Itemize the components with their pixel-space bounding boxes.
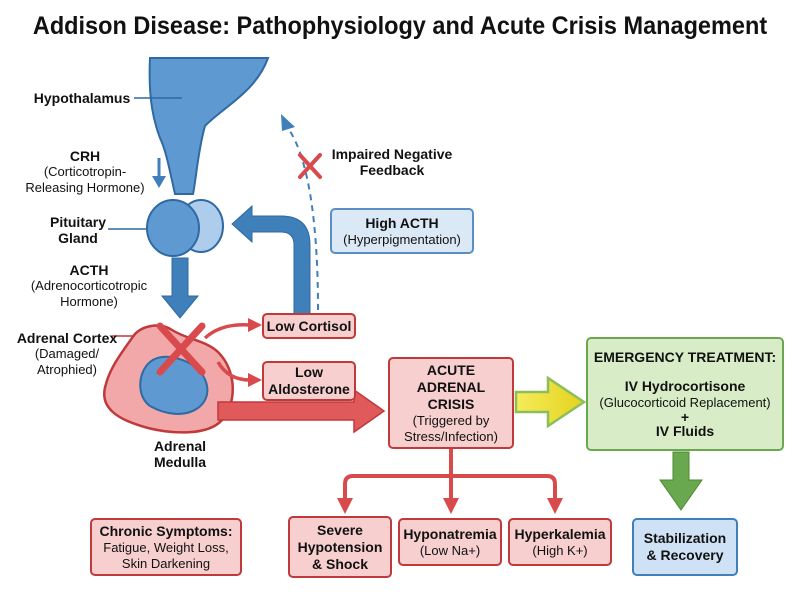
- cortisol-arrow: [203, 318, 262, 340]
- emergency-treatment-box: EMERGENCY TREATMENT: IV Hydrocortisone (…: [586, 337, 784, 451]
- hypothalamus-label: Hypothalamus: [33, 90, 131, 106]
- hyponatremia-box: Hyponatremia (Low Na+): [398, 518, 502, 566]
- hyperkalemia-box: Hyperkalemia (High K+): [508, 518, 612, 566]
- impaired-feedback-label: Impaired Negative Feedback: [331, 146, 453, 178]
- adrenal-cortex-label: Adrenal Cortex (Damaged/ Atrophied): [16, 330, 118, 377]
- low-cortisol-box: Low Cortisol: [262, 313, 356, 339]
- low-aldosterone-box: Low Aldosterone: [262, 361, 356, 401]
- pituitary-label: Pituitary Gland: [49, 214, 106, 246]
- hypotension-box: Severe Hypotension & Shock: [288, 516, 392, 578]
- impaired-feedback-arrow: [281, 114, 319, 311]
- feedback-block-icon: [298, 153, 322, 179]
- crisis-branch-arrows: [343, 448, 557, 500]
- crh-label: CRH (Corticotropin- Releasing Hormone): [25, 148, 145, 195]
- crisis-branch-arrowheads: [337, 498, 563, 514]
- acth-down-arrow: [160, 257, 200, 319]
- damage-x-icon: [156, 322, 206, 376]
- crh-arrow: [152, 158, 166, 188]
- chronic-symptoms-box: Chronic Symptoms: Fatigue, Weight Loss, …: [90, 518, 242, 576]
- pituitary-anterior-lobe: [146, 199, 200, 257]
- stabilization-box: Stabilization & Recovery: [632, 518, 738, 576]
- to-stabilization-arrow: [659, 451, 703, 511]
- adrenal-medulla-label: Adrenal Medulla: [153, 438, 207, 470]
- hypothalamus-shape: [148, 57, 270, 195]
- diagram-title: Addison Disease: Pathophysiology and Acu…: [32, 12, 768, 40]
- high-acth-box: High ACTH (Hyperpigmentation): [330, 208, 474, 254]
- to-treatment-arrow: [514, 375, 587, 429]
- acth-label: ACTH (Adrenocorticotropic Hormone): [30, 262, 148, 309]
- aldosterone-arrow: [216, 361, 262, 387]
- feedback-return-arrow: [231, 204, 311, 316]
- acute-crisis-box: ACUTE ADRENAL CRISIS (Triggered by Stres…: [388, 357, 514, 449]
